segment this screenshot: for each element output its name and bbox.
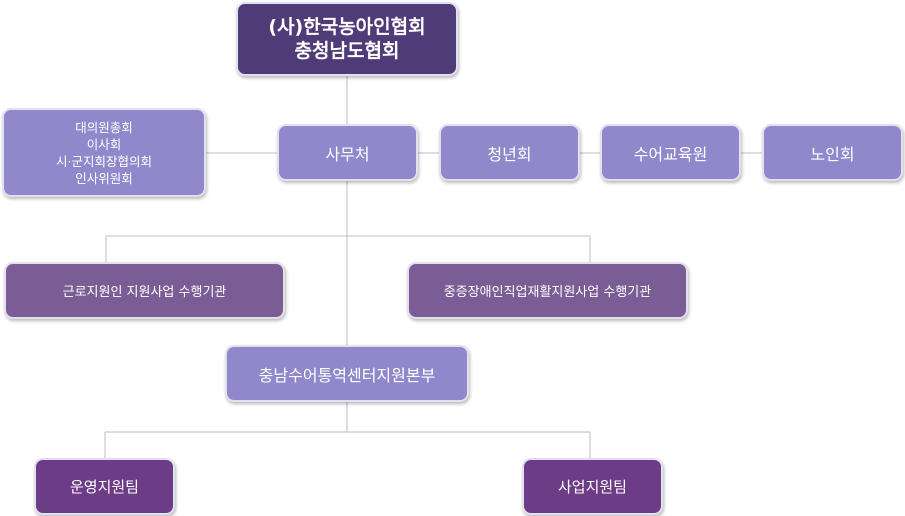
council-box: 대의원총회 이사회 시·군지회장협의회 인사위원회 (2, 108, 206, 197)
relay-center-label: 충남수어통역센터지원본부 (258, 365, 436, 385)
office-box: 사무처 (277, 124, 418, 181)
council-line3: 시·군지회장협의회 (56, 153, 152, 169)
severe-disability-label: 중증장애인직업재활지원사업 수행기관 (443, 285, 652, 300)
elderly-box: 노인회 (762, 124, 903, 181)
elderly-label: 노인회 (810, 144, 855, 164)
work-support-label: 근로지원인 지원사업 수행기관 (62, 285, 227, 300)
council-line1: 대의원총회 (75, 119, 133, 135)
council-line4: 인사위원회 (75, 170, 133, 186)
root-association-box: (사)한국농아인협회 충청남도협회 (236, 2, 458, 76)
root-line1: (사)한국농아인협회 (268, 16, 426, 38)
youth-box: 청년회 (439, 124, 580, 181)
youth-label: 청년회 (487, 144, 532, 164)
relay-center-box: 충남수어통역센터지원본부 (225, 345, 469, 402)
council-line2: 이사회 (86, 136, 122, 152)
office-label: 사무처 (325, 144, 370, 164)
sign-education-box: 수어교육원 (600, 124, 741, 181)
sign-education-label: 수어교육원 (633, 144, 708, 164)
severe-disability-box: 중증장애인직업재활지원사업 수행기관 (407, 262, 688, 319)
business-team-box: 사업지원팀 (522, 458, 663, 515)
operation-team-box: 운영지원팀 (34, 458, 175, 515)
root-line2: 충청남도협회 (294, 40, 400, 62)
business-team-label: 사업지원팀 (557, 478, 627, 496)
work-support-box: 근로지원인 지원사업 수행기관 (4, 262, 285, 319)
operation-team-label: 운영지원팀 (69, 478, 139, 496)
